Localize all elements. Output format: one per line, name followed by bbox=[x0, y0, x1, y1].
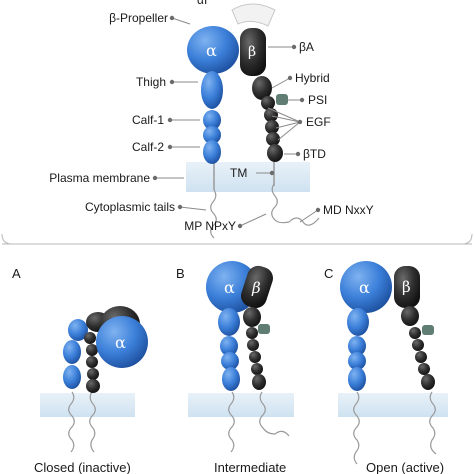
label-md-nxxy: MD NxxY bbox=[323, 203, 374, 217]
label-calf2: Calf-2 bbox=[132, 140, 164, 154]
label-psi: PSI bbox=[308, 93, 327, 107]
label-plasma-membrane: Plasma membrane bbox=[49, 171, 150, 185]
label-thigh: Thigh bbox=[136, 75, 166, 89]
panel-c-propeller bbox=[340, 261, 392, 313]
panel-c-letter: C bbox=[324, 266, 333, 281]
panel-b-letter: B bbox=[176, 266, 185, 281]
label-top-partial: αI bbox=[197, 0, 207, 7]
calf1-domain-a bbox=[203, 110, 221, 130]
panel-b-membrane bbox=[188, 393, 294, 417]
panel-c-beta: β bbox=[402, 278, 411, 296]
panel-a-alpha: α bbox=[115, 333, 126, 352]
right-leaders bbox=[256, 46, 319, 223]
panel-c-caption: Open (active) bbox=[366, 460, 444, 474]
beta-td-domain bbox=[267, 144, 283, 162]
label-propeller: β-Propeller bbox=[109, 11, 168, 25]
egf-domain-1 bbox=[261, 96, 275, 110]
beta-a-domain bbox=[240, 28, 266, 76]
right-leader-dots bbox=[269, 44, 321, 213]
panel-a-letter: A bbox=[12, 266, 21, 281]
egf-domain-3 bbox=[265, 120, 279, 134]
label-cytoplasmic-tails: Cytoplasmic tails bbox=[85, 200, 175, 214]
panel-a-propeller bbox=[96, 316, 148, 368]
beta-symbol: β bbox=[248, 44, 256, 60]
label-tm: TM bbox=[230, 166, 247, 180]
egf-domain-2 bbox=[264, 108, 278, 122]
hybrid-domain bbox=[252, 76, 272, 100]
panel-c-beta-a bbox=[394, 266, 420, 308]
calf2-domain bbox=[203, 140, 221, 164]
left-leader-dots bbox=[152, 15, 243, 229]
left-leaders bbox=[155, 17, 267, 227]
panel-b: B α β Intermediate bbox=[176, 261, 294, 474]
label-mp-npxy: MP NPxY bbox=[184, 219, 236, 233]
panel-c: C α β Open (active) bbox=[324, 261, 448, 474]
psi-domain bbox=[276, 94, 288, 105]
plasma-membrane bbox=[186, 162, 310, 192]
panel-c-alpha: α bbox=[359, 278, 370, 297]
panel-b-beta: β bbox=[251, 279, 261, 297]
panel-b-caption: Intermediate bbox=[214, 460, 286, 474]
ai-domain-outline bbox=[231, 3, 276, 27]
beta-propeller-domain bbox=[187, 26, 239, 74]
beta-cytoplasmic-tail bbox=[271, 183, 320, 226]
calf1-domain-b bbox=[203, 126, 221, 144]
panel-a-caption: Closed (inactive) bbox=[34, 460, 131, 474]
top-panel: αI α β bbox=[49, 0, 374, 239]
label-beta-td: βTD bbox=[303, 147, 326, 161]
alpha-cytoplasmic-tail bbox=[210, 189, 217, 239]
label-hybrid: Hybrid bbox=[295, 71, 330, 85]
panel-a: A α Closed (inactive) bbox=[12, 266, 148, 474]
panel-b-alpha: α bbox=[224, 278, 235, 297]
label-calf1: Calf-1 bbox=[132, 113, 164, 127]
egf-domain-4 bbox=[266, 132, 280, 146]
alpha-symbol: α bbox=[206, 41, 217, 60]
panel-a-membrane bbox=[40, 393, 135, 417]
panel-b-beta-a bbox=[241, 265, 273, 309]
thigh-domain bbox=[201, 71, 223, 109]
label-beta-a: βA bbox=[299, 40, 314, 54]
label-egf: EGF bbox=[306, 115, 331, 129]
